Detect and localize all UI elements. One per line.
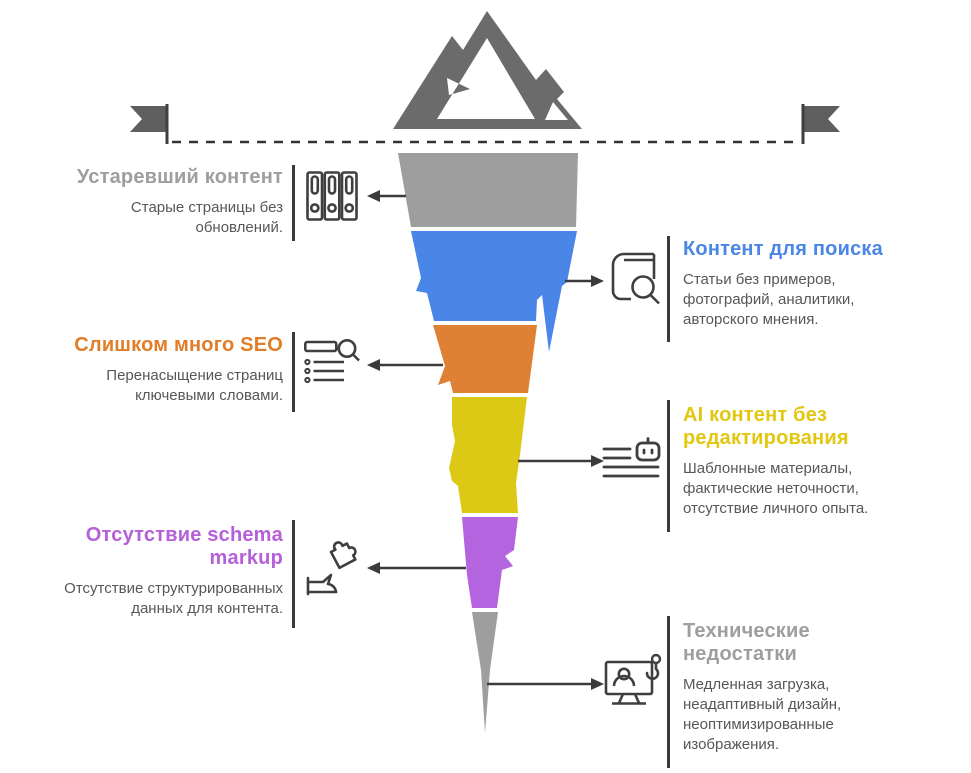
funnel-segment-search[interactable] (411, 231, 577, 352)
section-description: Перенасыщение страниц ключевыми словами. (106, 367, 283, 404)
section-title: Контент для поиска (683, 238, 883, 260)
arrow-technical (487, 678, 604, 690)
arrow-seo (367, 359, 443, 371)
section-outdated-content: Устаревший контент Старые страницы без о… (60, 166, 283, 238)
binders-icon (306, 171, 358, 221)
divider (667, 236, 670, 342)
section-search-content: Контент для поиска Статьи без примеров, … (683, 238, 928, 330)
section-description: Медленная загрузка, неадаптивный дизайн,… (683, 676, 842, 753)
hand-puzzle-icon (305, 538, 361, 596)
section-schema-markup: Отсутствие schema markup Отсутствие стру… (51, 524, 283, 619)
ai-text-robot-icon (602, 437, 662, 485)
divider (667, 616, 670, 768)
section-description: Статьи без примеров, фотографий, аналити… (683, 271, 855, 328)
section-seo-overload: Слишком много SEO Перенасыщение страниц … (60, 334, 283, 406)
left-flag-icon (130, 104, 169, 144)
funnel-segment-schema[interactable] (462, 517, 518, 608)
arrow-schema (367, 562, 466, 574)
section-ai-content: AI контент без редактирования Шаблонные … (683, 404, 933, 519)
section-technical-flaws: Технические недостатки Медленная загрузк… (683, 620, 928, 755)
section-description: Старые страницы без обновлений. (130, 199, 283, 236)
monitor-repair-icon (604, 652, 666, 714)
section-description: Шаблонные материалы, фактические неточно… (683, 460, 869, 517)
divider (667, 400, 670, 532)
funnel-segment-outdated[interactable] (398, 153, 578, 227)
section-title: Устаревший контент (76, 166, 283, 188)
divider (292, 332, 295, 412)
right-flag-icon (801, 104, 840, 144)
funnel-segment-technical[interactable] (472, 612, 498, 733)
arrow-outdated (367, 190, 406, 202)
section-title: Слишком много SEO (74, 334, 283, 356)
funnel-segment-ai[interactable] (449, 397, 527, 513)
arrow-search (565, 275, 604, 287)
divider (292, 165, 295, 241)
funnel-segment-seo[interactable] (433, 325, 537, 393)
arrow-ai (518, 455, 604, 467)
mountain-icon (393, 11, 582, 129)
section-title: Технические недостатки (683, 620, 810, 665)
seo-list-search-icon (304, 339, 360, 387)
section-description: Отсутствие структурированных данных для … (64, 580, 283, 617)
section-title: AI контент без редактирования (683, 404, 849, 449)
section-title: Отсутствие schema markup (85, 524, 283, 569)
book-search-icon (608, 251, 662, 307)
divider (292, 520, 295, 628)
